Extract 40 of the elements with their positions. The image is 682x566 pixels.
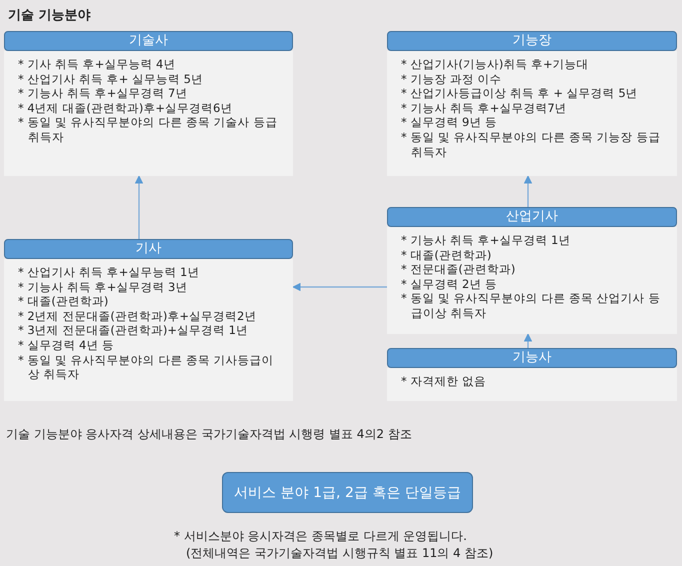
diagram-title: 기술 기능분야 [8,7,91,24]
requirement-text: * 산업기사 취득 후+ 실무능력 5년 [18,72,204,86]
requirement-text: * 산업기사 취득 후+실무능력 1년 [18,265,200,280]
requirement-text: * 기능사 취득 후+실무경력 3년 [18,280,188,294]
requirement-text: * 기능사 취득 후+실무경력7년 [401,100,568,116]
requirement-text: * 대졸(관련학과) [18,294,110,309]
requirement-text: * 대졸(관련학과) [401,248,492,262]
requirement-text: * 실무경력 2년 등 [401,276,498,292]
requirement-text: * 동일 및 유사직무분야의 다른 종목 기술사 등급 취득자 [18,115,278,145]
qualification-card [387,207,677,334]
arrow [292,282,387,292]
qualification-card [387,348,677,401]
requirement-text: * 2년제 전문대졸(관련학과)후+실무경력2년 [18,308,258,324]
requirement-text: * 산업기사등급이상 취득 후 + 실무경력 5년 [401,86,639,101]
arrow [524,175,532,207]
requirement-text: * 동일 및 유사직무분야의 다른 종목 기사등급이상 취득자 [18,352,275,382]
requirement-text: * 기능장 과정 이수 [401,72,503,86]
card-header: 기능장 [387,31,677,51]
card-header: 기능사 [387,348,677,368]
arrow [134,175,144,239]
requirement-text: * 실무경력 9년 등 [401,115,498,130]
requirement-text: * 기능사 취득 후+실무경력 1년 [401,233,572,248]
arrow [524,333,532,348]
category-button: 서비스 분야 1급, 2급 혹은 단일등급 [222,472,473,513]
note-text: 기술 기능분야 응사자격 상세내용은 국가기술자격법 시행령 별표 4의2 참조 [6,426,412,443]
requirement-text: * 실무경력 4년 등 [18,338,116,353]
card-header: 기사 [4,239,293,259]
requirement-text: * 3년제 전문대졸(관련학과)+실무경력 1년 [18,323,249,338]
note-text: * 서비스분야 응시자격은 종목별로 다르게 운영됩니다. [174,528,467,545]
requirement-text: * 기능사 취득 후+실무경력 7년 [18,86,188,101]
requirement-text: * 동일 및 유사직무분야의 다른 종목 기능장 등급 취득자 [401,130,662,160]
requirement-text: * 전문대졸(관련학과) [401,262,516,277]
card-header: 산업기사 [387,207,677,227]
card-header: 기술사 [4,31,293,51]
requirement-text: * 자격제한 없음 [401,374,488,389]
requirement-text: * 동일 및 유사직무분야의 다른 종목 산업기사 등급이상 취득자 [401,291,662,321]
note-text: (전체내역은 국가기술자격법 시행규칙 별표 11의 4 참조) [186,545,494,562]
requirement-text: * 기사 취득 후+실무능력 4년 [18,57,176,72]
requirement-text: * 4년제 대졸(관련학과)후+실무경력6년 [18,100,234,116]
requirement-text: * 산업기사(기능사)취득 후+기능대 [401,57,590,72]
